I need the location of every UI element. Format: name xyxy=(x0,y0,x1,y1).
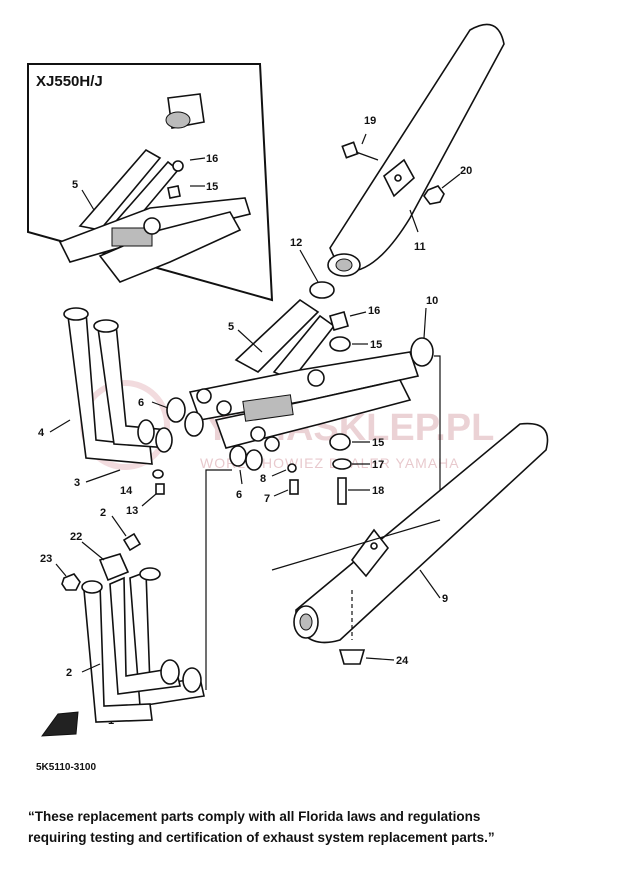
part-22-clamp: 22 xyxy=(70,531,105,561)
callout-4: 4 xyxy=(38,427,45,439)
callout-11: 11 xyxy=(414,241,426,253)
part-19-bolt: 19 xyxy=(341,115,379,161)
callout-3: 3 xyxy=(74,477,80,489)
disclaimer-line-2: requiring testing and certification of e… xyxy=(28,830,495,845)
part-18-bolt: 18 xyxy=(337,477,384,505)
reference-line xyxy=(205,469,232,690)
part-16-bolt-upper: 16 xyxy=(329,305,380,331)
callout-9: 9 xyxy=(442,593,448,605)
callout-17: 17 xyxy=(372,459,384,471)
part-5-collector: 5 xyxy=(188,298,420,452)
callout-15-inset: 15 xyxy=(206,181,218,193)
callout-18: 18 xyxy=(372,485,384,497)
callout-10: 10 xyxy=(426,295,438,307)
inset-variant-box: XJ550H/J 5 16 15 xyxy=(27,63,274,302)
callout-20: 20 xyxy=(460,165,472,177)
part-7-bolt: 7 xyxy=(264,479,299,505)
part-13-bolt: 13 xyxy=(126,483,165,517)
callout-5: 5 xyxy=(228,321,234,333)
callout-2-clamp: 2 xyxy=(100,507,106,519)
part-17-collar: 17 xyxy=(332,458,384,471)
callout-16: 16 xyxy=(368,305,380,317)
disclaimer-line-1: “These replacement parts comply with all… xyxy=(28,809,481,824)
part-20-nut: 20 xyxy=(423,165,472,205)
callout-2-pipe: 2 xyxy=(66,667,72,679)
callout-5-inset: 5 xyxy=(72,179,78,191)
part-15-damper-upper: 15 xyxy=(329,336,382,352)
callout-24: 24 xyxy=(396,655,409,667)
callout-7: 7 xyxy=(264,493,270,505)
front-arrow-icon xyxy=(40,711,79,737)
callout-14: 14 xyxy=(120,485,133,497)
part-3-pipe-joint: 3 xyxy=(74,469,121,489)
part-14-washer: 14 xyxy=(120,469,164,497)
callout-22: 22 xyxy=(70,531,82,543)
callout-16-inset: 16 xyxy=(206,153,218,165)
callout-23: 23 xyxy=(40,553,52,565)
model-label: XJ550H/J xyxy=(36,73,103,90)
callout-19: 19 xyxy=(364,115,376,127)
callout-12: 12 xyxy=(290,237,302,249)
part-6-gasket-upper: 6 xyxy=(138,397,204,437)
part-24-damper: 24 xyxy=(338,590,409,667)
part-9-muffler-lower: 9 xyxy=(271,422,549,644)
callout-6-lower: 6 xyxy=(236,489,242,501)
part-12-gasket: 12 xyxy=(290,237,335,299)
callout-6-upper: 6 xyxy=(138,397,144,409)
part-2-clamp: 2 xyxy=(100,507,142,552)
part-4-exhaust-pipe: 4 xyxy=(38,307,173,465)
part-11-muffler-upper: 11 xyxy=(327,23,505,277)
part-1-exhaust-pipe: 1 xyxy=(108,567,205,727)
part-15-damper-lower: 15 xyxy=(329,433,384,451)
exhaust-parts-diagram: YAMASKLEP.PL WORLD HOWIEZ DEALER YAMAHA … xyxy=(27,23,549,773)
part-2-exhaust-pipe: 2 xyxy=(66,553,153,723)
watermark-tagline: WORLD HOWIEZ DEALER YAMAHA xyxy=(200,455,460,471)
compliance-disclaimer: “These replacement parts comply with all… xyxy=(28,806,628,848)
part-6-gasket-lower: 6 xyxy=(229,445,263,501)
callout-13: 13 xyxy=(126,505,138,517)
callout-15-lower: 15 xyxy=(372,437,384,449)
part-10-gasket: 10 xyxy=(410,295,441,520)
callout-15-upper: 15 xyxy=(370,339,382,351)
diagram-code: 5K5110-3100 xyxy=(36,762,96,773)
part-8-washer: 8 xyxy=(260,463,297,485)
callout-8: 8 xyxy=(260,473,266,485)
part-23-nut: 23 xyxy=(40,553,81,591)
